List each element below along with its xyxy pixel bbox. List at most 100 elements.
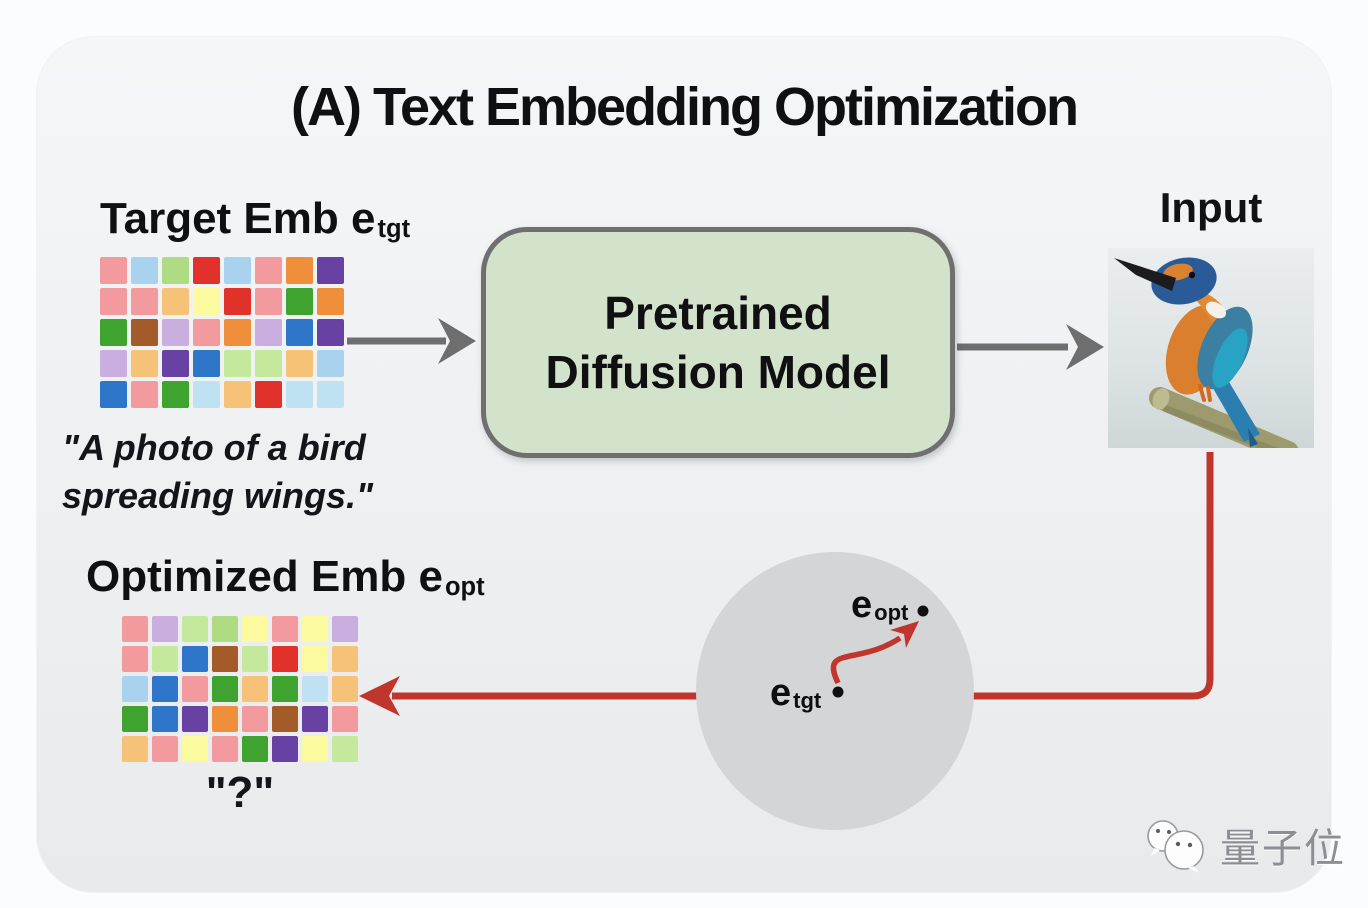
embedding-cell (302, 736, 328, 762)
embedding-cell (286, 381, 313, 408)
embedding-cell (212, 646, 238, 672)
embedding-cell (122, 736, 148, 762)
embedding-cell (193, 319, 220, 346)
embedding-cell (152, 706, 178, 732)
embedding-cell (182, 616, 208, 642)
embedding-cell (122, 646, 148, 672)
embedding-cell (242, 616, 268, 642)
embedding-cell (212, 676, 238, 702)
target-prompt-text: "A photo of a bird spreading wings." (62, 424, 373, 519)
embedding-cell (224, 257, 251, 284)
embedding-cell (317, 350, 344, 377)
embedding-cell (332, 676, 358, 702)
input-bird-image (1108, 248, 1314, 448)
embedding-cell (182, 646, 208, 672)
optimized-embedding-label-subscript: opt (444, 572, 485, 601)
embedding-cell (122, 676, 148, 702)
embedding-cell (302, 676, 328, 702)
embedding-cell (242, 736, 268, 762)
embedding-cell (332, 736, 358, 762)
target-embedding-label-text: Target Emb e (100, 194, 376, 243)
embedding-cell (212, 736, 238, 762)
embedding-cell (152, 676, 178, 702)
embedding-cell (182, 706, 208, 732)
embedding-cell (162, 319, 189, 346)
optimized-point-base: e (851, 584, 873, 626)
embedding-cell (131, 381, 158, 408)
embedding-cell (100, 350, 127, 377)
embedding-cell (224, 319, 251, 346)
embedding-cell (317, 257, 344, 284)
optimized-point-subscript: opt (874, 600, 909, 626)
target-point-label: etgt (770, 672, 821, 715)
target-point-base: e (770, 672, 792, 714)
embedding-cell (242, 646, 268, 672)
embedding-cell (100, 257, 127, 284)
embedding-cell (100, 319, 127, 346)
embedding-cell (272, 736, 298, 762)
embedding-cell (272, 676, 298, 702)
embedding-cell (224, 288, 251, 315)
embedding-cell (286, 257, 313, 284)
chat-bubbles-logo-icon (1147, 820, 1204, 873)
embedding-cell (152, 646, 178, 672)
model-box-line2: Diffusion Model (545, 345, 891, 398)
pretrained-diffusion-model-box: Pretrained Diffusion Model (481, 227, 955, 458)
embedding-cell (131, 257, 158, 284)
embedding-cell (302, 706, 328, 732)
embedding-cell (131, 288, 158, 315)
optimized-embedding-label: Optimized Emb eopt (86, 552, 485, 602)
embedding-cell (182, 736, 208, 762)
embedding-cell (193, 381, 220, 408)
embedding-cell (255, 350, 282, 377)
embedding-cell (224, 350, 251, 377)
embedding-cell (162, 350, 189, 377)
embedding-cell (100, 288, 127, 315)
embedding-cell (162, 257, 189, 284)
embedding-cell (272, 616, 298, 642)
embedding-cell (317, 319, 344, 346)
target-embedding-label: Target Emb etgt (100, 194, 410, 244)
embedding-cell (332, 646, 358, 672)
embedding-cell (302, 616, 328, 642)
optimized-embedding-label-text: Optimized Emb e (86, 552, 443, 601)
embedding-cell (332, 616, 358, 642)
target-prompt-line2: spreading wings." (62, 474, 374, 516)
target-point-subscript: tgt (793, 688, 822, 714)
embedding-cell (212, 706, 238, 732)
target-prompt-line1: "A photo of a bird (62, 427, 366, 468)
embedding-cell (286, 319, 313, 346)
watermark-text: 量子位 (1220, 827, 1346, 871)
optimized-caption: "?" (205, 768, 275, 817)
embedding-cell (255, 257, 282, 284)
embedding-cell (193, 288, 220, 315)
embedding-cell (317, 288, 344, 315)
embedding-cell (152, 616, 178, 642)
embedding-cell (224, 381, 251, 408)
embedding-cell (122, 616, 148, 642)
embedding-cell (212, 616, 238, 642)
embedding-cell (182, 676, 208, 702)
embedding-cell (255, 319, 282, 346)
embedding-cell (162, 381, 189, 408)
embedding-cell (255, 381, 282, 408)
target-embedding-label-subscript: tgt (377, 214, 411, 243)
embedding-cell (122, 706, 148, 732)
embedding-cell (152, 736, 178, 762)
embedding-cell (255, 288, 282, 315)
figure-title: (A) Text Embedding Optimization (291, 77, 1079, 137)
embedding-cell (242, 706, 268, 732)
optimized-embedding-grid (122, 616, 358, 762)
embedding-cell (193, 257, 220, 284)
embedding-cell (242, 676, 268, 702)
target-embedding-grid (100, 257, 344, 408)
embedding-cell (272, 706, 298, 732)
watermark: 量子位 (1142, 816, 1346, 874)
optimized-point-label: eopt (851, 584, 908, 627)
embedding-cell (332, 706, 358, 732)
embedding-cell (162, 288, 189, 315)
embedding-cell (302, 646, 328, 672)
model-box-line1: Pretrained (604, 286, 832, 339)
embedding-cell (193, 350, 220, 377)
